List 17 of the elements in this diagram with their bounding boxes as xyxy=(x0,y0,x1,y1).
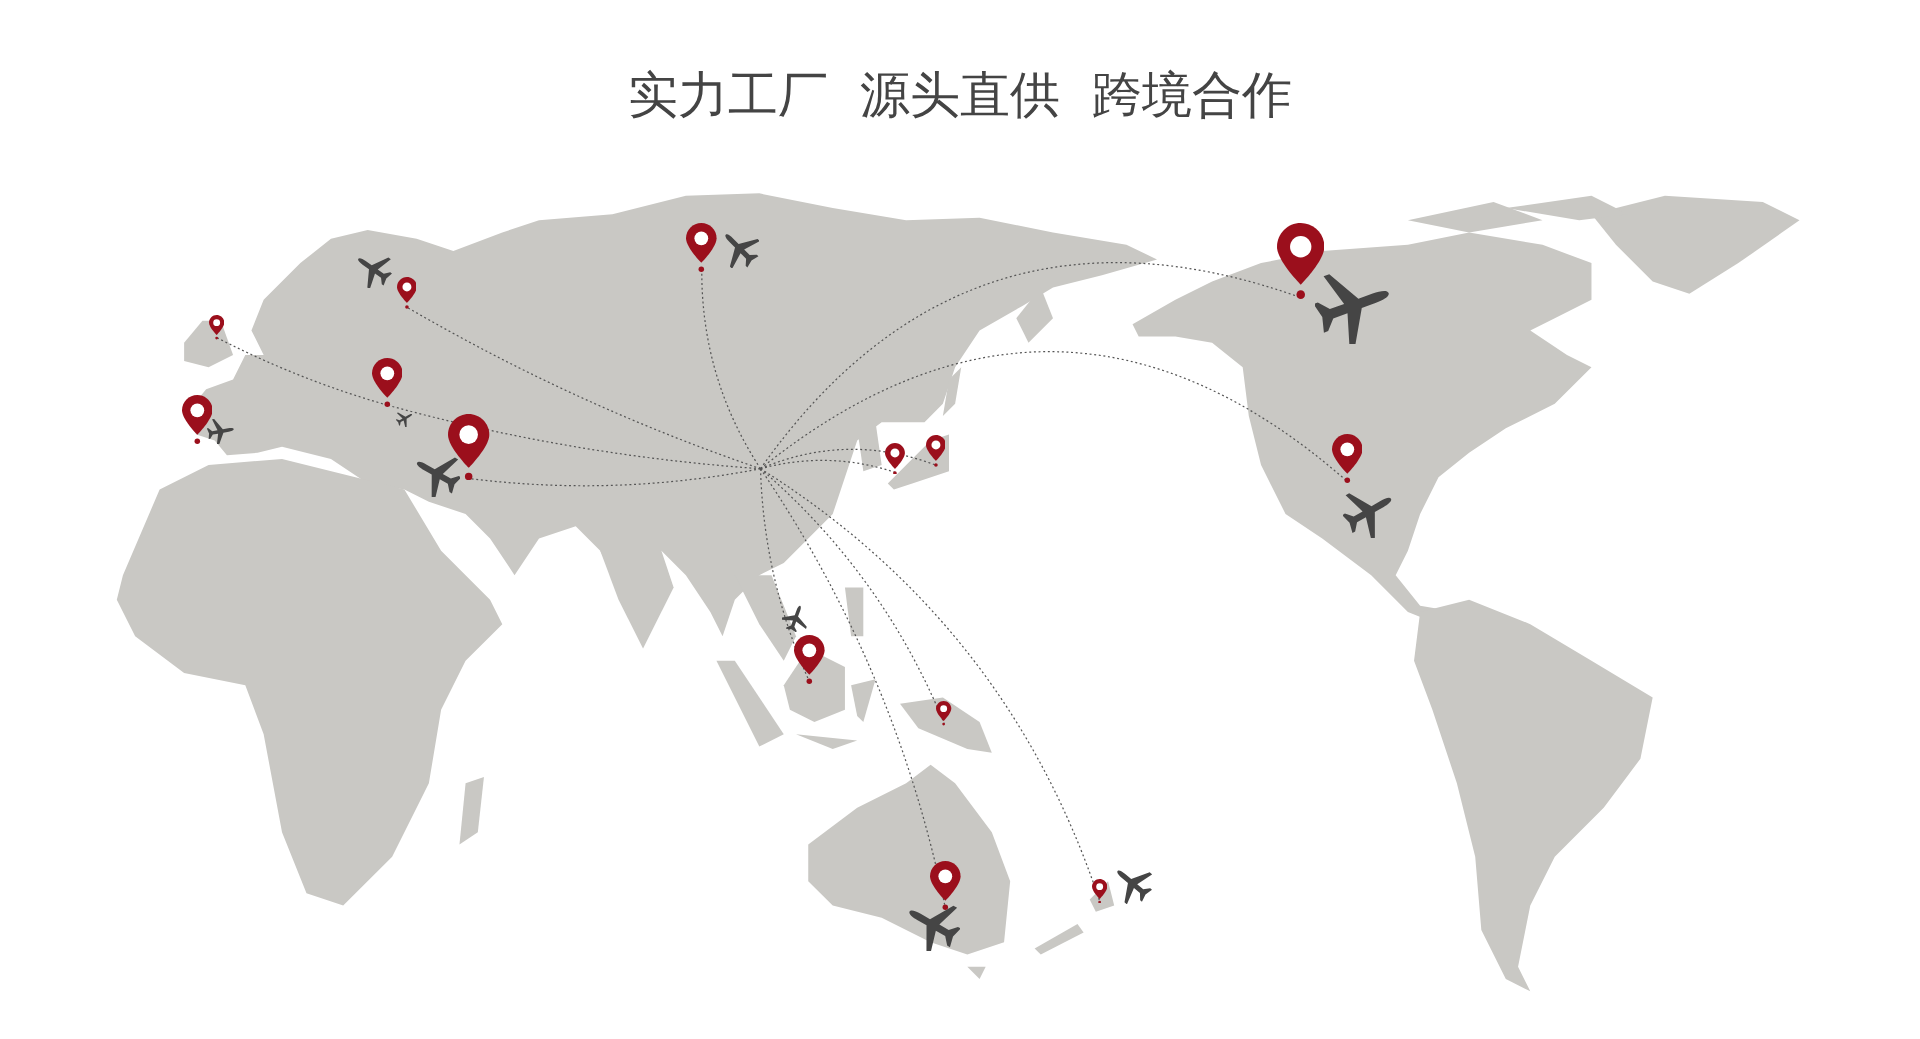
map-pin xyxy=(448,414,490,481)
title: 实力工厂 源头直供 跨境合作 xyxy=(627,65,1293,126)
map-pin xyxy=(396,277,417,310)
flight-route xyxy=(759,351,1348,482)
map-pin xyxy=(1331,434,1363,484)
map-pin xyxy=(686,223,717,273)
map-pin xyxy=(209,315,225,340)
map-pin xyxy=(936,701,952,726)
map-pin xyxy=(925,435,946,468)
map-pin xyxy=(181,394,213,444)
map-pin xyxy=(930,861,961,911)
map-pin xyxy=(1276,223,1325,300)
flight-route xyxy=(759,468,1101,902)
map-pin xyxy=(794,634,825,684)
map-pin xyxy=(885,442,906,475)
map-pin xyxy=(371,358,403,408)
map-pin xyxy=(1091,878,1108,904)
